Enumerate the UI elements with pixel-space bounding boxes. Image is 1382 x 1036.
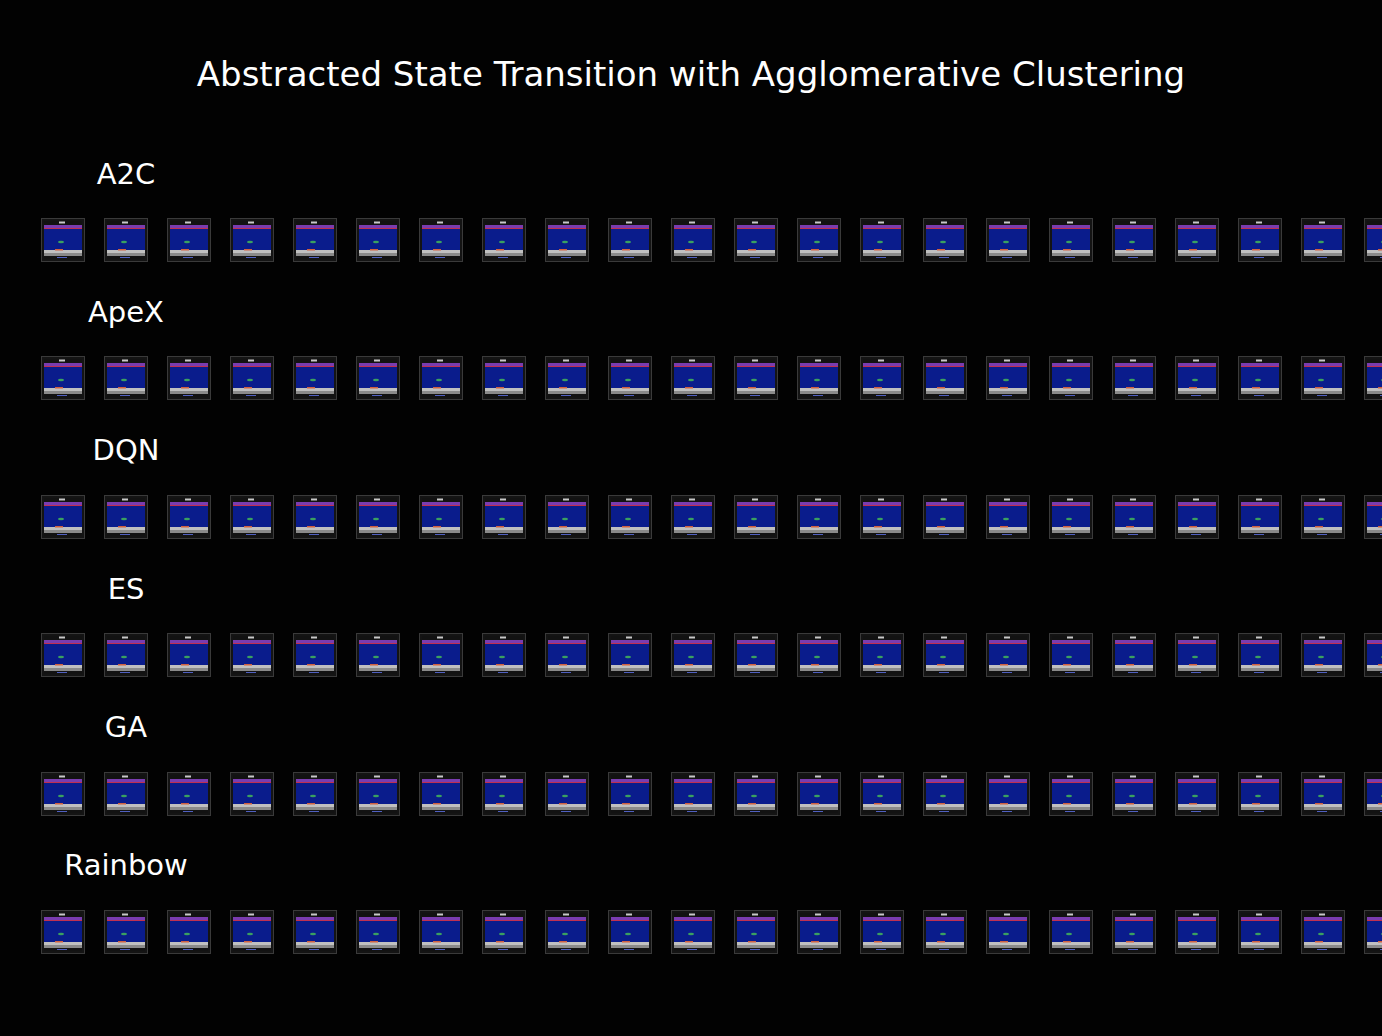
row-label: GA: [105, 710, 147, 745]
row-label: ApeX: [88, 295, 164, 330]
row-label: DQN: [93, 433, 160, 468]
row-label: A2C: [97, 157, 156, 192]
chart-title: Abstracted State Transition with Agglome…: [197, 54, 1185, 95]
row-label: ES: [108, 572, 145, 607]
row-label: Rainbow: [64, 848, 188, 883]
